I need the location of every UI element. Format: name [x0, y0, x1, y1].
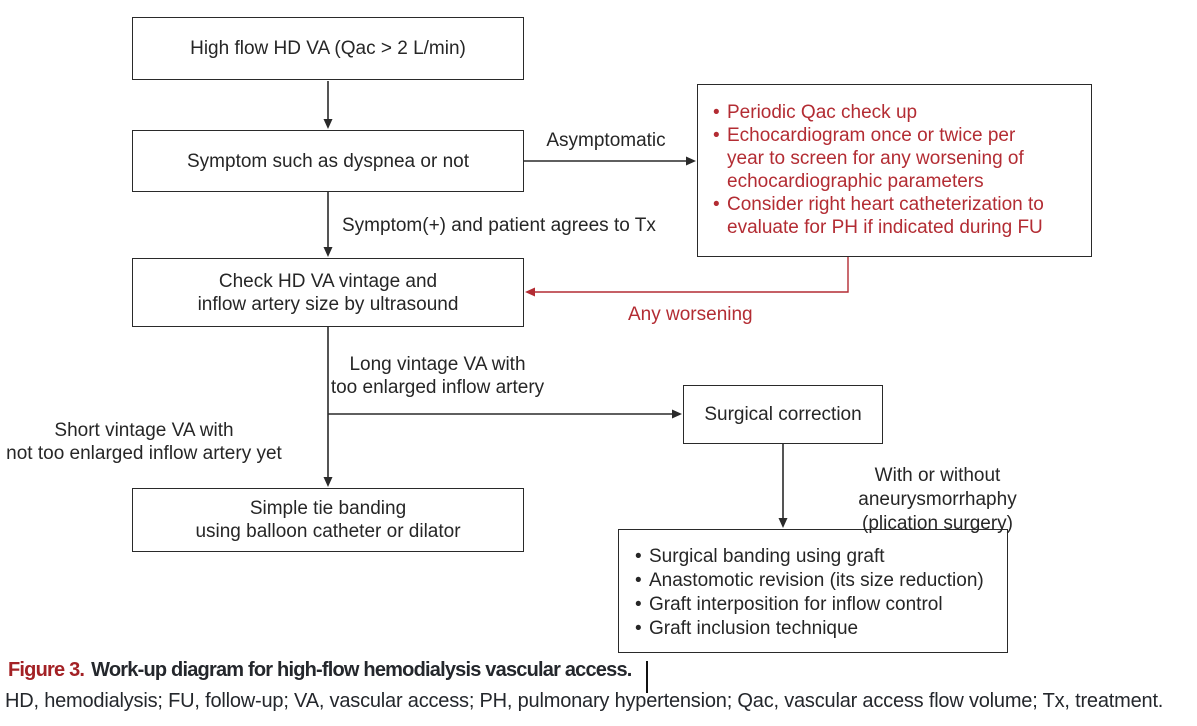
figure-title-text: Work-up diagram for high-flow hemodialys…: [91, 659, 632, 681]
arrowhead-right-icon: [686, 156, 696, 166]
surveillance-list: Periodic Qac check up Echocardiogram onc…: [711, 101, 1085, 239]
box-high-flow-hd-va: High flow HD VA (Qac > 2 L/min): [132, 17, 524, 80]
arrowhead-down-icon: [323, 477, 333, 487]
edge-label-short-vintage: Short vintage VA with not too enlarged i…: [6, 420, 282, 464]
box-symptom-check: Symptom such as dyspnea or not: [132, 130, 524, 192]
text-cursor: [646, 661, 648, 693]
arrowhead-left-icon: [525, 287, 535, 297]
figure-number-label: Figure 3.: [8, 659, 85, 681]
surveillance-item: Consider right heart catheterization to …: [711, 193, 1085, 239]
surgical-option-item: Graft interposition for inflow control: [633, 593, 1001, 617]
figure-caption-abbreviations: HD, hemodialysis; FU, follow-up; VA, vas…: [5, 690, 1164, 712]
edge-label-asymptomatic: Asymptomatic: [546, 130, 666, 151]
edge-label-symptom-positive: Symptom(+) and patient agrees to Tx: [342, 215, 656, 236]
box-surveillance-recommendations: Periodic Qac check up Echocardiogram onc…: [697, 84, 1092, 257]
box-surgical-options: Surgical banding using graft Anastomotic…: [618, 529, 1008, 653]
surgical-option-item: Anastomotic revision (its size reduction…: [633, 569, 1001, 593]
arrowhead-down-icon: [778, 518, 788, 528]
box-check-vintage-ultrasound: Check HD VA vintage and inflow artery si…: [132, 258, 524, 327]
arrowhead-down-icon: [323, 247, 333, 257]
edge-label-long-vintage: Long vintage VA with too enlarged inflow…: [330, 354, 545, 398]
edge-label-aneurysmorrhaphy: With or without aneurysmorrhaphy (plicat…: [858, 465, 1017, 534]
surgical-option-item: Graft inclusion technique: [633, 617, 1001, 641]
surveillance-item: Echocardiogram once or twice per year to…: [711, 124, 1085, 193]
figure-caption-title: Figure 3. Work-up diagram for high-flow h…: [8, 659, 632, 682]
edge-label-any-worsening: Any worsening: [628, 304, 753, 325]
box-surgical-correction: Surgical correction: [683, 385, 883, 444]
box-simple-tie-banding: Simple tie banding using balloon cathete…: [132, 488, 524, 552]
surveillance-item: Periodic Qac check up: [711, 101, 1085, 124]
arrowhead-right-icon: [672, 409, 682, 419]
arrowhead-down-icon: [323, 119, 333, 129]
surgical-option-item: Surgical banding using graft: [633, 545, 1001, 569]
surgical-options-list: Surgical banding using graft Anastomotic…: [633, 545, 1001, 641]
